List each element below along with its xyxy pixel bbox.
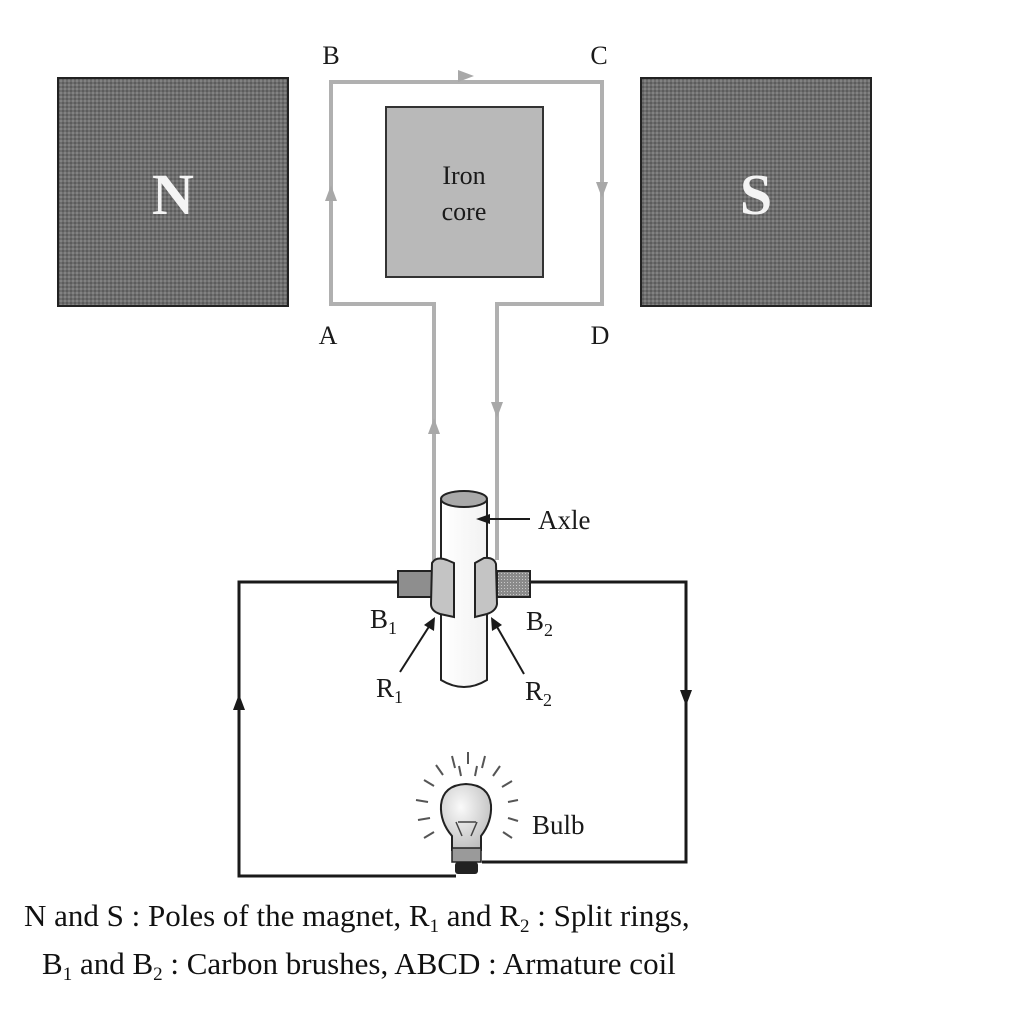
caption-text: B: [42, 946, 63, 981]
armature-coil: [329, 80, 604, 560]
caption-text: : Carbon brushes, ABCD : Armature coil: [162, 946, 676, 981]
caption-subscript: 2: [153, 964, 163, 985]
caption-line-1: N and S : Poles of the magnet, R1 and R2…: [24, 898, 1024, 938]
caption-text: and R: [439, 898, 520, 933]
brush-b1-label: B1: [370, 604, 397, 638]
caption-line-2: B1 and B2 : Carbon brushes, ABCD : Armat…: [42, 946, 1024, 986]
north-pole-label: N: [152, 162, 194, 227]
coil-corner-a-label: A: [319, 321, 338, 350]
caption-subscript: 1: [429, 916, 440, 937]
coil-arrow-down-right: [596, 182, 608, 198]
caption-text: : Split rings,: [529, 898, 690, 933]
iron-core: Iron core: [385, 106, 544, 278]
axle-label: Axle: [538, 505, 591, 535]
split-ring-r2: [474, 556, 499, 619]
caption-text: N and S : Poles of the magnet, R: [24, 898, 430, 933]
coil-corner-b-label: B: [322, 41, 339, 70]
iron-core-label-line1: Iron: [442, 161, 485, 190]
circuit-arrow-down-right: [680, 690, 692, 706]
ring-r2-pointer: [491, 617, 525, 675]
coil-corner-d-label: D: [591, 321, 610, 350]
coil-arrow-up-lead: [428, 418, 440, 434]
circuit-arrow-up-left: [233, 694, 245, 710]
iron-core-label-line2: core: [442, 197, 487, 226]
coil-arrow-up-left: [325, 185, 337, 201]
caption-subscript: 1: [62, 964, 73, 985]
ring-r1-pointer: [399, 617, 435, 673]
bulb-label: Bulb: [532, 810, 585, 840]
bulb-icon: [415, 752, 519, 874]
ring-r2-label: R2: [525, 676, 552, 710]
coil-arrow-down-lead: [491, 402, 503, 418]
axle: [440, 490, 488, 688]
carbon-brush-b2: [496, 570, 531, 598]
south-pole-magnet: S: [640, 77, 872, 307]
ring-r1-label: R1: [376, 673, 403, 707]
north-pole-magnet: N: [57, 77, 289, 307]
coil-arrow-right-top: [458, 70, 474, 82]
external-circuit: [237, 580, 688, 878]
carbon-brush-b1: [397, 570, 433, 598]
south-pole-label: S: [740, 162, 772, 227]
coil-corner-c-label: C: [590, 41, 607, 70]
caption-text: and B: [72, 946, 154, 981]
caption-subscript: 2: [519, 916, 530, 937]
axle-pointer: [476, 514, 530, 524]
split-ring-r1: [429, 557, 455, 619]
brush-b2-label: B2: [526, 606, 553, 640]
